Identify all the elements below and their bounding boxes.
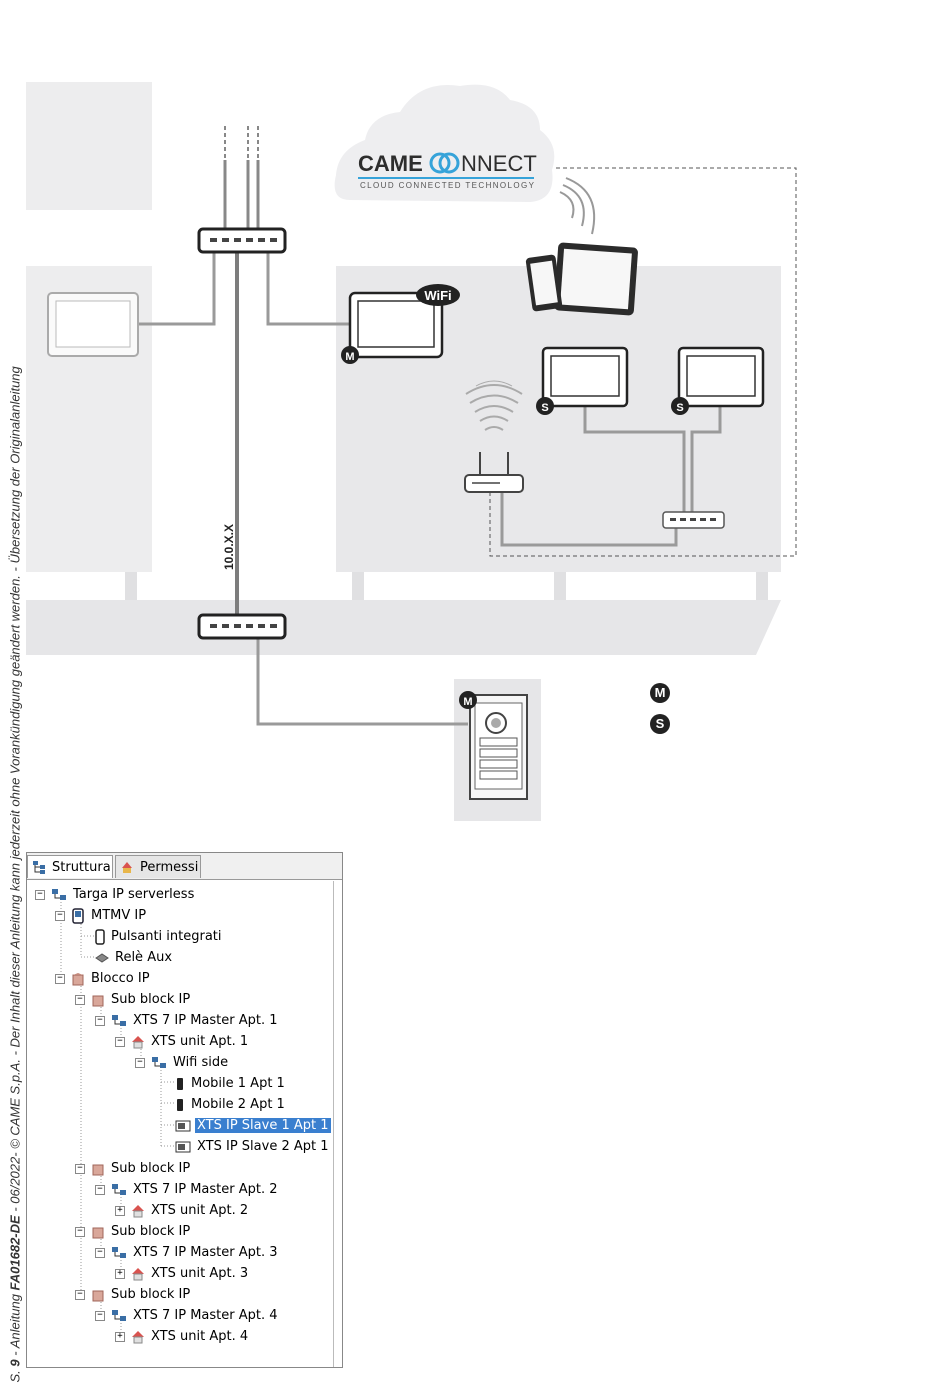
network-switch-ground <box>197 613 287 640</box>
upper-floor-block <box>26 82 152 210</box>
relay-icon <box>95 952 109 963</box>
module-icon <box>72 907 84 924</box>
master-badge-monitor: M <box>341 346 359 364</box>
building-block-icon <box>92 1164 104 1175</box>
monitor-master <box>348 291 444 359</box>
tree-node-pulsanti[interactable]: Pulsanti integrati <box>95 927 224 946</box>
router-signal-icon <box>465 380 523 431</box>
riser-dashed <box>224 126 259 160</box>
tree-node-slave-2[interactable]: XTS IP Slave 2 Apt 1 <box>175 1137 331 1156</box>
permissions-icon <box>122 862 132 873</box>
installation-diagram: CAME NNECT CLOUD CONNECTED TECHNOLOGY <box>26 82 797 821</box>
apartment-unit-icon <box>132 1267 144 1280</box>
tree-node-master-apt-4[interactable]: −XTS 7 IP Master Apt. 4 <box>95 1306 280 1325</box>
building-block-icon <box>72 972 84 985</box>
apartment-unit-icon <box>132 1035 144 1048</box>
mobile-phone-icon <box>177 1098 183 1111</box>
tree-node-master-apt-1[interactable]: −XTS 7 IP Master Apt. 1 <box>95 1011 280 1030</box>
network-node-icon <box>112 1309 126 1321</box>
svg-text:S: S <box>676 402 683 414</box>
cloud-signal-icon <box>559 177 596 235</box>
monitor-slave-2 <box>677 346 765 408</box>
button-module-icon <box>95 928 105 945</box>
network-switch-apartment <box>662 511 725 529</box>
building-block-icon <box>92 1290 104 1301</box>
tree-node-unit-apt-1[interactable]: −XTS unit Apt. 1 <box>115 1032 250 1051</box>
network-node-icon <box>112 1183 126 1195</box>
building-block-icon <box>92 1227 104 1238</box>
tree-node-targa-ip[interactable]: −Targa IP serverless <box>35 885 196 904</box>
tree-node-master-apt-3[interactable]: −XTS 7 IP Master Apt. 3 <box>95 1243 280 1262</box>
master-badge-door-station: M <box>459 691 477 709</box>
apartment-unit-icon <box>132 1204 144 1217</box>
panel-tabs: Struttura Permessi <box>27 853 342 880</box>
tree-node-sub-block-2[interactable]: −Sub block IP <box>75 1159 192 1178</box>
smartphone-icon <box>525 254 563 312</box>
svg-text:S: S <box>541 402 548 414</box>
network-node-icon <box>112 1246 126 1258</box>
tree-node-wifi-side[interactable]: −Wifi side <box>135 1053 230 1072</box>
tree-node-mobile-2[interactable]: Mobile 2 Apt 1 <box>175 1095 287 1114</box>
tree-node-unit-apt-3[interactable]: +XTS unit Apt. 3 <box>115 1264 250 1283</box>
ip-range-label: 10.0.X.X <box>222 523 237 571</box>
cloud-brand-left: CAME <box>358 151 423 176</box>
tablet-icon <box>554 242 638 316</box>
wifi-badge: WiFi <box>416 284 460 306</box>
network-cables <box>138 246 722 726</box>
mobile-phone-icon <box>177 1077 183 1090</box>
network-node-icon <box>52 888 66 900</box>
slave-badge-1: S <box>536 397 554 415</box>
connect-logo-icon <box>429 152 451 174</box>
internet-link-dashed <box>489 167 797 557</box>
tree-node-mobile-1[interactable]: Mobile 1 Apt 1 <box>175 1074 287 1093</box>
svg-text:M: M <box>345 351 354 363</box>
tree-node-mtmv-ip[interactable]: −MTMV IP <box>55 906 148 925</box>
cloud-brand-right: NNECT <box>461 151 537 176</box>
tree-node-slave-1-selected[interactable]: XTS IP Slave 1 Apt 1 <box>175 1116 332 1135</box>
svg-text:M: M <box>463 696 472 708</box>
tree-node-rele-aux[interactable]: Relè Aux <box>95 948 174 967</box>
wifi-router-icon <box>464 452 524 493</box>
legend-slave: S <box>650 714 670 734</box>
tree-node-unit-apt-2[interactable]: +XTS unit Apt. 2 <box>115 1201 250 1220</box>
network-switch-top <box>197 227 287 254</box>
ground-floor-slab <box>26 600 781 655</box>
tree-node-sub-block-1[interactable]: −Sub block IP <box>75 990 192 1009</box>
monitor-slave-1 <box>541 346 629 408</box>
monitor-left-apartment <box>47 292 139 357</box>
tree-node-unit-apt-4[interactable]: +XTS unit Apt. 4 <box>115 1327 250 1346</box>
network-node-icon <box>152 1056 166 1068</box>
tree-node-blocco-ip[interactable]: −Blocco IP <box>55 969 152 988</box>
monitor-icon <box>175 1141 191 1152</box>
legend-master: M <box>650 683 670 703</box>
slave-badge-2: S <box>671 397 689 415</box>
monitor-icon <box>175 1120 191 1131</box>
apartment-unit-icon <box>132 1330 144 1343</box>
building-block-icon <box>92 995 104 1006</box>
tab-permessi[interactable]: Permessi <box>115 855 201 878</box>
tree-scrollbar[interactable] <box>333 881 342 1367</box>
network-node-icon <box>112 1014 126 1026</box>
cameconnect-cloud <box>334 84 555 202</box>
tree-node-master-apt-2[interactable]: −XTS 7 IP Master Apt. 2 <box>95 1180 280 1199</box>
structure-panel: Struttura Permessi <box>26 852 343 1368</box>
svg-text:WiFi: WiFi <box>424 288 451 303</box>
door-station-panel <box>469 694 528 800</box>
tab-struttura[interactable]: Struttura <box>27 855 113 878</box>
tree-node-sub-block-4[interactable]: −Sub block IP <box>75 1285 192 1304</box>
tree-node-sub-block-3[interactable]: −Sub block IP <box>75 1222 192 1241</box>
tree-structure-icon <box>33 861 45 874</box>
cloud-tagline: CLOUD CONNECTED TECHNOLOGY <box>360 181 535 190</box>
